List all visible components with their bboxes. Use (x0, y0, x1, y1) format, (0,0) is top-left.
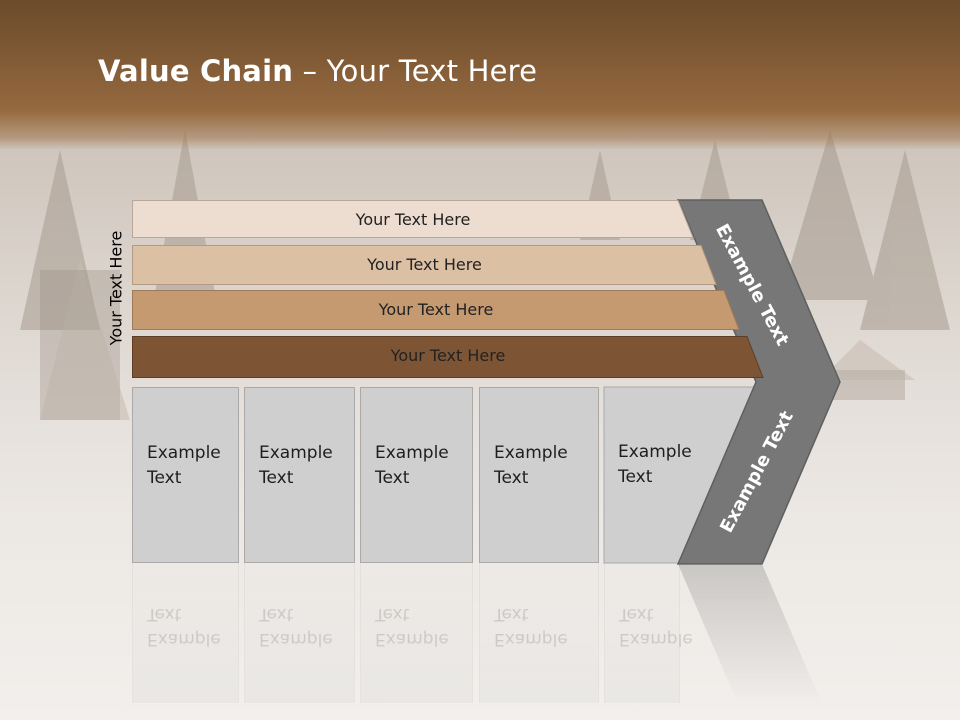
value-bar-4-shape (132, 336, 764, 378)
example-box-4-reflection: Example Text (479, 563, 599, 703)
example-box-2-text: Example Text (259, 443, 333, 488)
example-box-4[interactable]: Example Text (479, 387, 599, 563)
side-vertical-label: Your Text Here (106, 230, 126, 346)
slide-title-rest: – Your Text Here (293, 54, 538, 88)
example-box-1[interactable]: Example Text (132, 387, 239, 563)
example-box-2[interactable]: Example Text (244, 387, 355, 563)
value-bar-2-label: Your Text Here (367, 254, 482, 274)
slide-title-bold: Value Chain (98, 54, 294, 88)
chevron-arrow-reflection (678, 564, 822, 704)
value-bar-1[interactable]: Your Text Here (132, 200, 694, 238)
example-box-5[interactable]: Example Text (604, 387, 704, 563)
example-box-1-text: Example Text (147, 443, 221, 488)
header-band (0, 0, 960, 150)
value-bar-3-label: Your Text Here (378, 299, 494, 319)
value-bar-4[interactable]: Your Text Here (132, 336, 764, 378)
example-box-2-reflection-text: Example Text (259, 604, 333, 649)
example-box-1-reflection-text: Example Text (147, 604, 221, 649)
example-box-3-text: Example Text (375, 443, 449, 488)
example-box-1-reflection: Example Text (132, 563, 239, 703)
example-box-4-reflection-text: Example Text (494, 604, 568, 649)
value-bar-2[interactable]: Your Text Here (132, 245, 717, 285)
slide-title: Value Chain – Your Text Here (98, 54, 537, 88)
value-bar-1-shape (132, 200, 694, 238)
example-box-3-reflection-text: Example Text (375, 604, 449, 649)
value-bar-1-label: Your Text Here (355, 209, 471, 229)
example-box-5-text: Example Text (618, 442, 692, 487)
example-box-4-text: Example Text (494, 443, 568, 488)
example-box-2-reflection: Example Text (244, 563, 355, 703)
example-box-3-reflection: Example Text (360, 563, 473, 703)
value-bar-3-shape (132, 290, 740, 330)
example-box-5-reflection: Example Text (604, 563, 693, 703)
value-bar-2-shape (132, 245, 717, 285)
example-box-3[interactable]: Example Text (360, 387, 473, 563)
value-bar-4-label: Your Text Here (390, 345, 506, 365)
value-bar-3[interactable]: Your Text Here (132, 290, 740, 330)
